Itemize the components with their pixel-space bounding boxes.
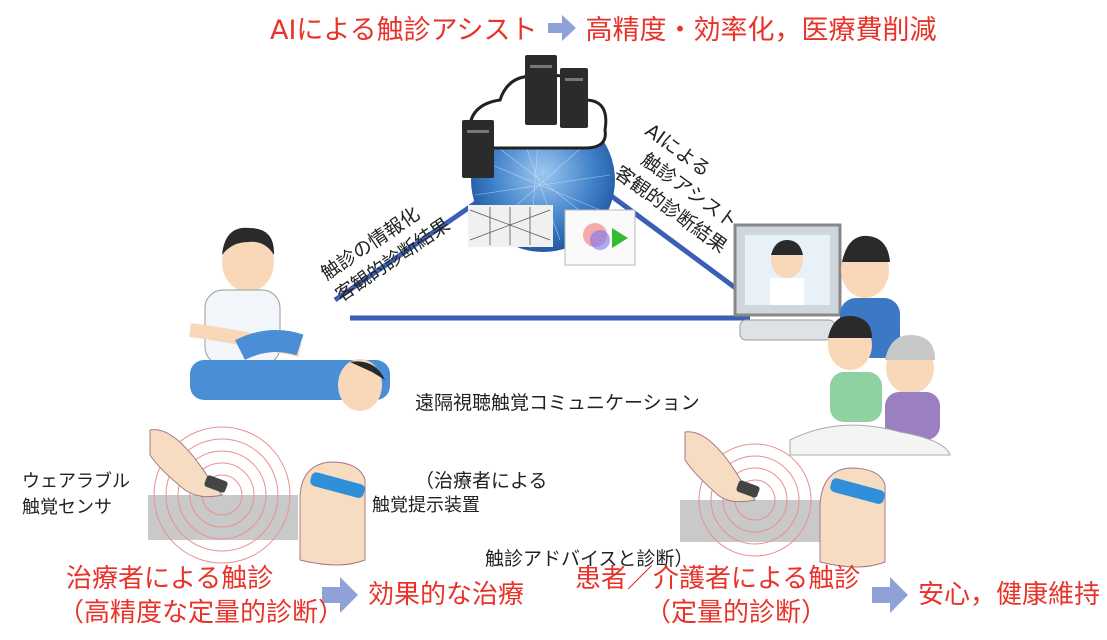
bottom-left-result: 効果的な治療 xyxy=(368,578,524,612)
arrow-header-icon xyxy=(548,15,576,48)
bottom-left-line2: （高精度な定量的診断） xyxy=(58,596,344,630)
bottom-right-line1: 患者／介護者による触診 xyxy=(575,562,860,596)
wearable-sensor-line2: 触覚センサ xyxy=(22,495,130,521)
wearable-sensor-line1: ウェアラブル xyxy=(22,469,130,495)
center-line1: 遠隔視聴触覚コミュニケーション xyxy=(415,390,700,416)
result-plot-icon xyxy=(565,210,635,265)
neural-network-icon xyxy=(468,205,553,247)
header-title: AIによる触診アシスト 高精度・効率化，医療費削減 xyxy=(270,8,937,48)
haptic-display-wrist-left-illustration xyxy=(300,462,366,565)
arrow-bottom-right-icon xyxy=(872,577,908,613)
bottom-left-label: 治療者による触診 （高精度な定量的診断） xyxy=(58,562,344,630)
bottom-right-label: 患者／介護者による触診 （定量的診断） xyxy=(575,562,860,630)
header-left-text: AIによる触診アシスト xyxy=(270,15,538,46)
center-line2: （治療者による xyxy=(415,468,700,494)
wearable-sensor-label: ウェアラブル 触覚センサ xyxy=(22,469,130,521)
bottom-left-line1: 治療者による触診 xyxy=(58,562,344,596)
header-right-text: 高精度・効率化，医療費削減 xyxy=(586,15,937,46)
haptic-display-wrist-right-illustration xyxy=(820,468,886,567)
bottom-right-line2: （定量的診断） xyxy=(575,596,860,630)
remote-monitor-illustration xyxy=(735,225,840,340)
wearable-sensor-hand-left-illustration xyxy=(148,427,298,563)
haptic-device-label: 触覚提示装置 xyxy=(372,493,480,519)
bottom-right-result: 安心，健康維持 xyxy=(918,578,1100,612)
center-label: 遠隔視聴触覚コミュニケーション （治療者による 触診アドバイスと診断） xyxy=(415,338,700,598)
